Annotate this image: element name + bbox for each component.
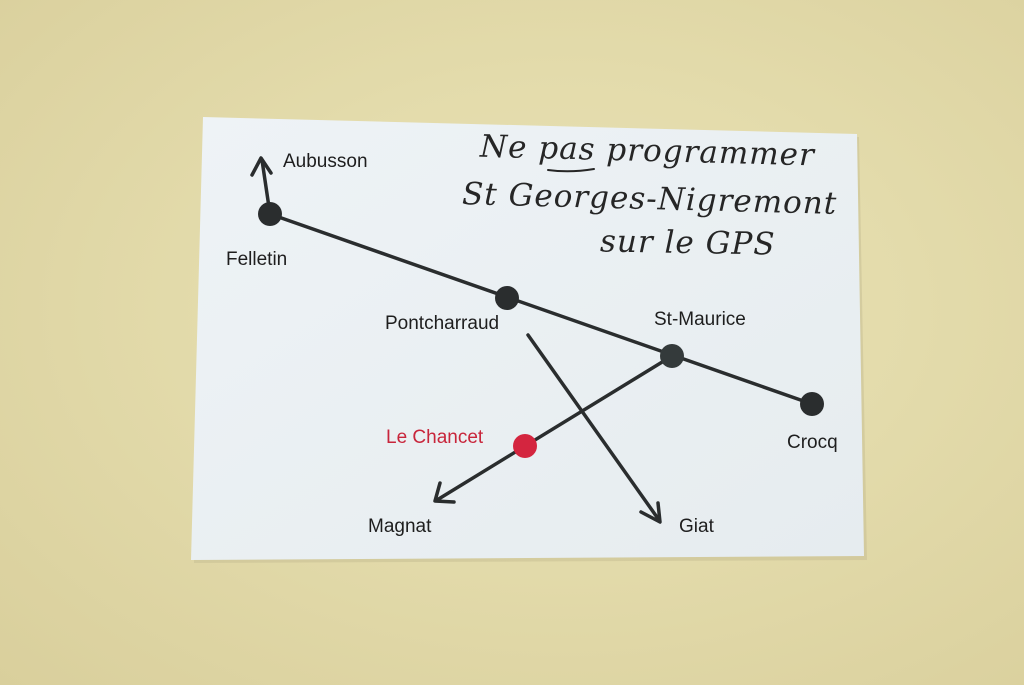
place-label-le-chancet: Le Chancet bbox=[386, 427, 484, 448]
road-st-maurice-magnat bbox=[435, 354, 674, 502]
town-dot-pontcharraud bbox=[495, 286, 519, 310]
road-felletin-crocq bbox=[268, 212, 814, 406]
place-label-giat: Giat bbox=[679, 516, 714, 537]
note-underline bbox=[547, 168, 595, 173]
town-dot-felletin bbox=[258, 202, 282, 226]
place-label-magnat: Magnat bbox=[368, 516, 432, 537]
card-surface bbox=[191, 117, 864, 560]
town-dot-st-maurice bbox=[660, 344, 684, 368]
town-dot-crocq bbox=[800, 392, 824, 416]
place-label-felletin: Felletin bbox=[226, 249, 288, 270]
arrow-aubusson-icon bbox=[250, 156, 273, 177]
place-label-pontcharraud: Pontcharraud bbox=[385, 313, 500, 334]
arrow-magnat-icon bbox=[433, 481, 456, 504]
arrow-giat-icon bbox=[639, 501, 662, 524]
place-label-aubusson: Aubusson bbox=[283, 151, 368, 172]
handwritten-note-line-3: sur le GPS bbox=[599, 223, 776, 263]
road-pontcharraud-giat bbox=[526, 333, 661, 522]
place-label-st-maurice: St-Maurice bbox=[654, 309, 746, 330]
place-label-crocq: Crocq bbox=[787, 432, 838, 453]
town-dot-le-chancet bbox=[513, 434, 537, 458]
handwritten-note-line-1: Ne pas programmer bbox=[479, 128, 816, 174]
